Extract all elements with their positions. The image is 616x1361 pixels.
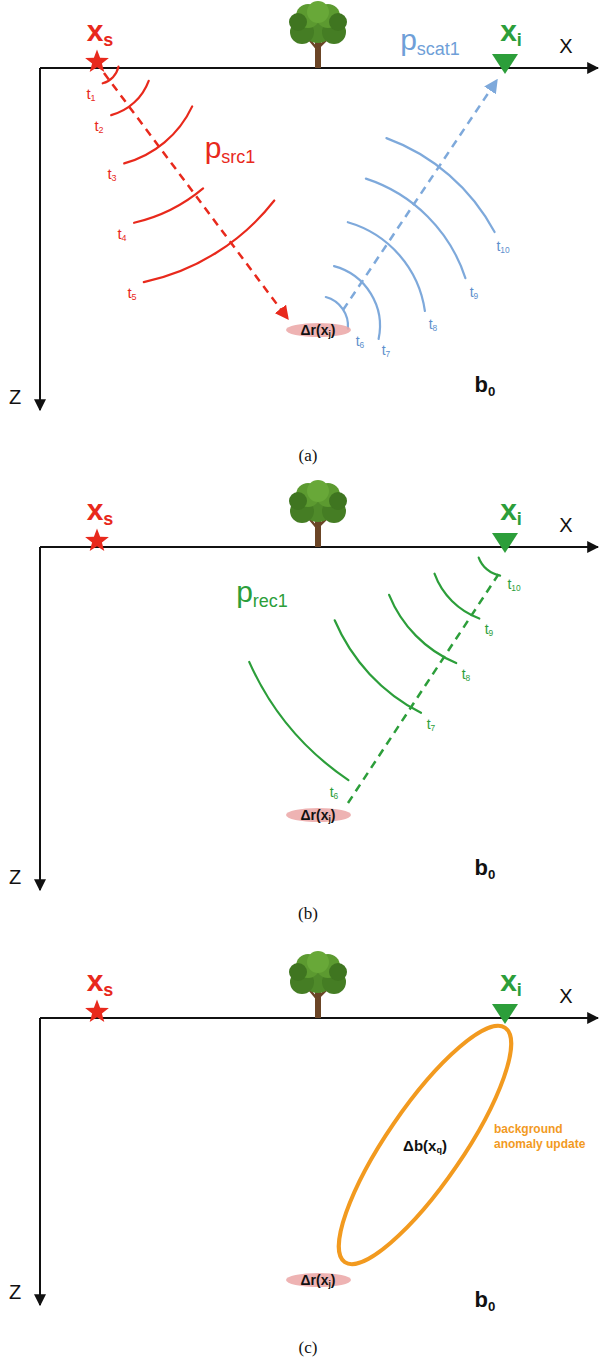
time-label: t3 [107,166,116,181]
tree-canopy [307,951,329,973]
wavefield-label: pscat1 [400,25,460,55]
reflector-label: Δr(xj) [301,805,336,825]
wavefield-label: psrc1 [205,133,256,163]
time-label: t8 [429,317,438,331]
source-star [85,1000,109,1023]
receiver-triangle [492,533,518,553]
tree-canopy [307,480,329,502]
receiver-wavefront [335,620,421,713]
z-axis [39,547,41,890]
time-label: t4 [117,226,126,241]
axis-label: X [559,36,572,56]
scattered-ray-arrow [343,80,497,310]
wavefield-label: prec1 [236,577,288,607]
source-star [85,529,109,552]
tree-canopy [289,963,307,981]
receiver-wavefront [479,558,500,576]
reflector-label: Δr(xj) [301,1270,336,1290]
time-label: t5 [127,285,136,300]
tree-canopy [289,13,307,31]
time-label: t10 [507,577,520,591]
time-label: t1 [86,86,95,101]
reflector-node: Δr(xj) [286,805,351,825]
time-label: t7 [427,717,436,731]
reflector-label: Δr(xj) [301,320,336,340]
source-wavefront [134,188,203,222]
time-label: t9 [485,622,494,636]
axis-label: Z [9,867,21,887]
reflector-node: Δr(xj) [286,320,351,340]
source-ray-arrow [104,73,288,319]
z-axis [39,1018,41,1305]
scattered-wavefront [366,179,466,279]
time-label: t6 [330,785,339,799]
tree-canopy [329,492,347,510]
panel-caption: (a) [299,447,318,464]
scattered-wavefront [348,222,425,311]
receiver-label: xi [500,966,522,996]
axis-label: X [559,515,572,535]
receiver-ray [348,572,500,803]
anomaly-ellipse-node: Δb(xq)background anomaly update [338,1025,512,1265]
receiver-triangle [492,54,518,74]
reflector-node: Δr(xj) [286,1270,351,1290]
receiver-triangle [492,1004,518,1024]
background-label: b0 [475,857,496,879]
anomaly-heading: background anomaly update [494,1122,612,1152]
z-axis [39,68,41,410]
panel-caption: (b) [298,905,318,922]
scattered-wavefront [386,138,494,232]
panel-caption: (c) [299,1339,318,1356]
time-label: t10 [496,239,509,253]
tree-canopy [329,13,347,31]
time-label: t2 [94,118,103,133]
background-label: b0 [475,374,496,396]
axis-label: X [559,986,572,1006]
axis-label: Z [9,1282,21,1302]
source-wavefront [111,81,149,115]
axis-label: Z [9,387,21,407]
time-label: t6 [356,334,365,348]
source-label: xs [87,966,114,996]
background-label: b0 [475,1289,496,1311]
time-label: t9 [470,285,479,299]
source-star [85,50,109,73]
source-label: xs [87,495,114,525]
time-label: t8 [462,667,471,681]
source-label: xs [87,16,114,46]
receiver-wavefront [249,662,348,780]
tree-canopy [289,492,307,510]
tree-canopy [329,963,347,981]
source-wavefront [124,106,192,163]
tree-canopy [307,1,329,23]
receiver-label: xi [500,16,522,46]
receiver-wavefront [389,595,456,663]
anomaly-label: Δb(xq) [403,1138,447,1153]
time-label: t7 [382,343,391,357]
receiver-label: xi [500,495,522,525]
